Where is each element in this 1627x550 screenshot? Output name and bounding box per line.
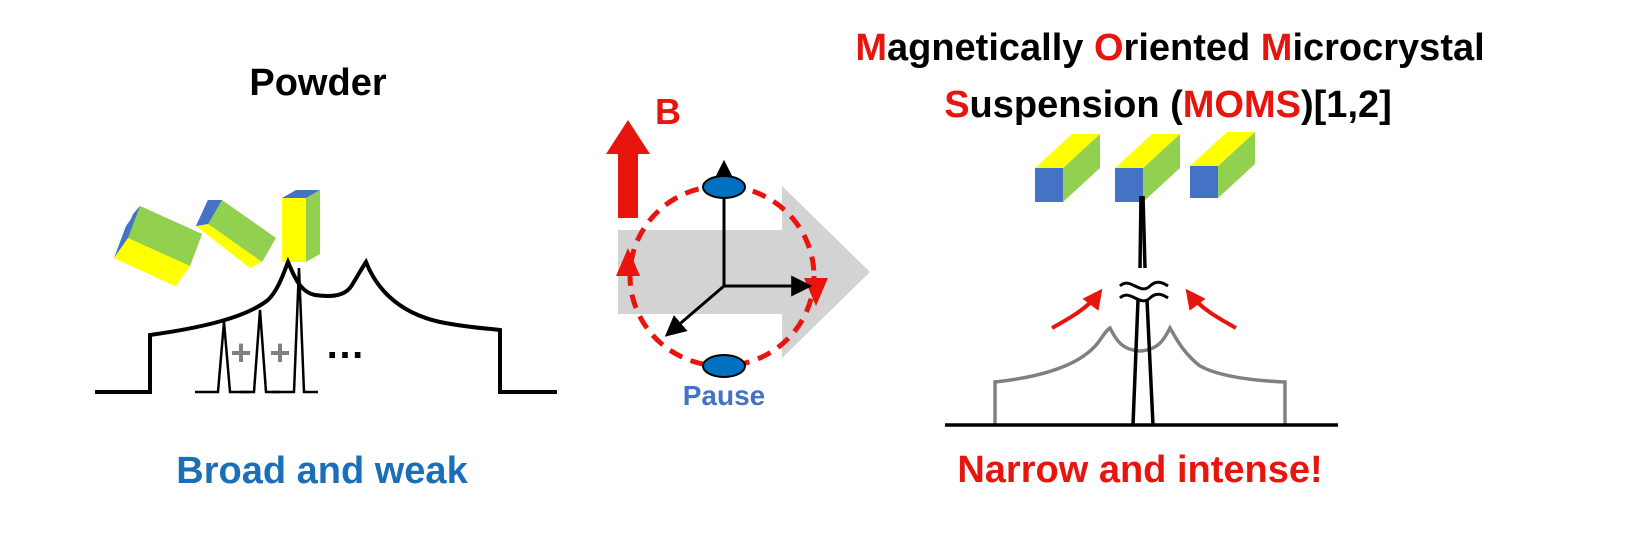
moms-title-line1: Magnetically Oriented Microcrystal (855, 27, 1484, 69)
field-arrow (606, 120, 650, 218)
rotation-panel: B Pause (606, 91, 870, 411)
title-l1-seg0: M (855, 27, 887, 69)
ellipsis: … (325, 323, 365, 367)
moms-title-line2: Suspension (MOMS)[1,2] (944, 84, 1392, 126)
powder-crystals (114, 190, 320, 286)
powder-crystal-3 (282, 190, 320, 262)
plus-glyph-2: + (269, 332, 290, 373)
pause-position-top (702, 175, 746, 199)
title-l1-seg5: icrocrystal (1292, 27, 1484, 69)
powder-caption: Broad and weak (176, 450, 468, 492)
title-l1-seg3: riented (1124, 27, 1261, 69)
moms-caption: Narrow and intense! (957, 449, 1322, 491)
title-l1-seg4: M (1261, 27, 1293, 69)
moms-panel: Magnetically Oriented Microcrystal Suspe… (855, 27, 1484, 491)
rotation-arrowhead-left (616, 248, 640, 276)
title-l2-seg1: uspension ( (970, 84, 1184, 126)
powder-component-peaks (195, 267, 318, 394)
pause-label: Pause (683, 380, 766, 411)
powder-panel: Powder (95, 62, 557, 492)
intensity-arrow-right (1185, 288, 1237, 330)
narrow-peak (1131, 195, 1155, 426)
intensity-arrow-left (1051, 288, 1103, 330)
title-l2-seg0: S (944, 84, 969, 126)
pause-position-bottom (702, 354, 746, 378)
process-arrow (618, 186, 870, 358)
aligned-crystal-3 (1190, 132, 1255, 198)
powder-title: Powder (249, 62, 386, 104)
plus-glyph-1: + (230, 332, 251, 373)
aligned-crystal-1 (1035, 134, 1100, 202)
title-l2-seg2: MOMS (1183, 84, 1301, 126)
aligned-crystals (1035, 132, 1255, 202)
powder-crystal-2 (196, 200, 276, 268)
title-l2-seg3: )[1,2] (1301, 84, 1392, 126)
reference-broad-spectrum (993, 324, 1287, 425)
title-l1-seg1: agnetically (887, 27, 1094, 69)
field-label: B (655, 91, 681, 132)
axis-break (1118, 280, 1169, 303)
powder-crystal-1b (114, 206, 202, 286)
title-l1-seg2: O (1094, 27, 1124, 69)
aligned-crystal-2 (1115, 134, 1180, 202)
powder-spectrum (95, 256, 557, 394)
